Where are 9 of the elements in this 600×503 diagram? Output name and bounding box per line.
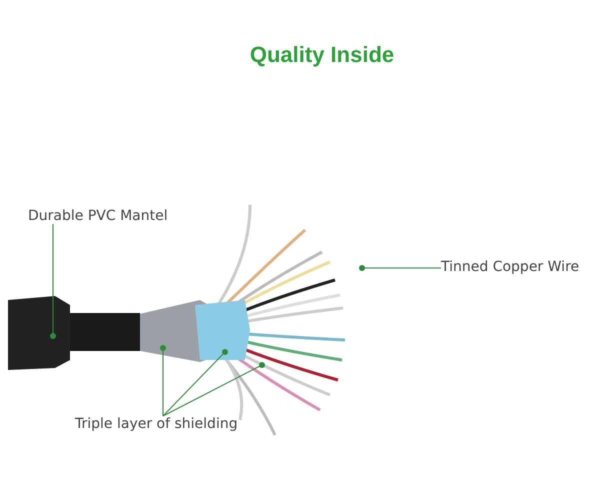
callout-label: Durable PVC Mantel <box>28 208 168 224</box>
leader-line <box>162 362 265 416</box>
leader-line <box>50 224 56 339</box>
leader-line <box>160 345 166 416</box>
leader-line <box>359 265 442 271</box>
leader-line <box>162 349 228 416</box>
callout-label: Triple layer of shielding <box>75 416 238 432</box>
callout-label: Tinned Copper Wire <box>441 259 580 275</box>
title: Quality Inside <box>248 42 396 68</box>
